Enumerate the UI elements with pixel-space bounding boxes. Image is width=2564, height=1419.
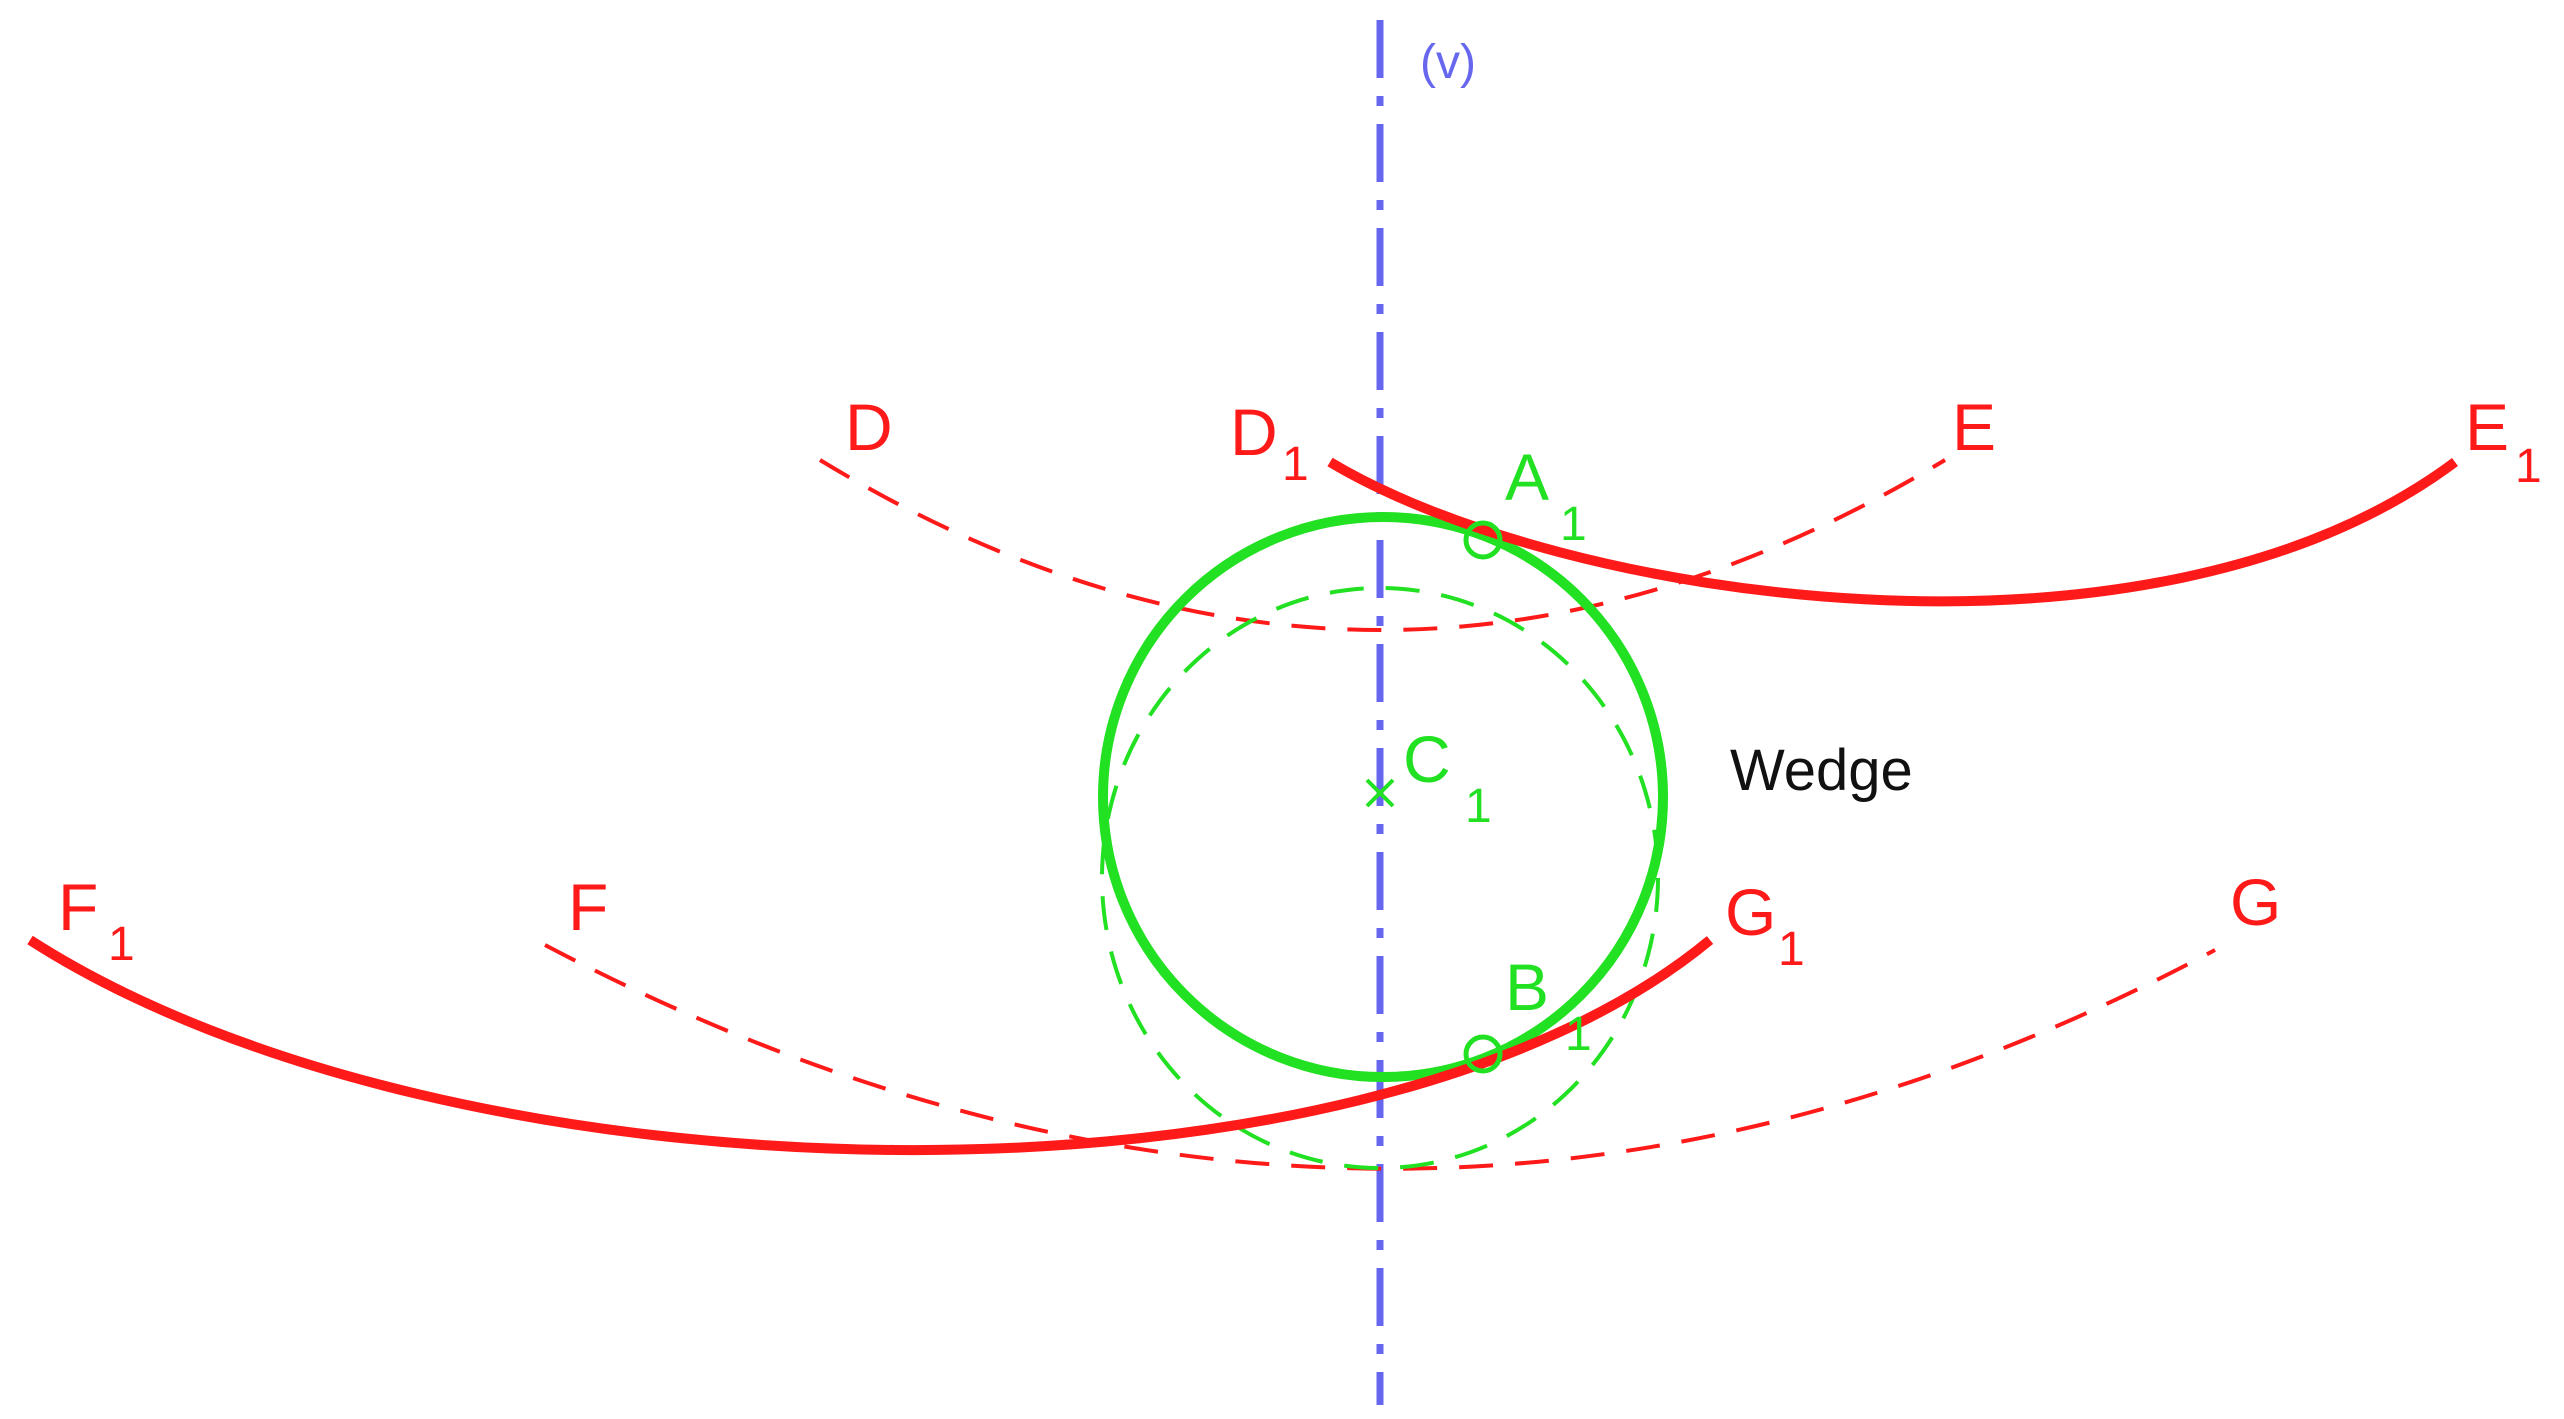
label-A1-subscript: 1 bbox=[1560, 498, 1587, 551]
label-G1-letter: G bbox=[1725, 875, 1776, 949]
label-D1: D 1 bbox=[1230, 395, 1309, 491]
curve-D-E-dashed bbox=[818, 458, 1947, 632]
curve-F1-G1-solid bbox=[27, 935, 1714, 1155]
label-B1-letter: B bbox=[1505, 950, 1549, 1024]
label-C1-subscript: 1 bbox=[1465, 780, 1492, 833]
label-E1: E 1 bbox=[2465, 390, 2542, 493]
label-E1-subscript: 1 bbox=[2515, 440, 2542, 493]
label-A1-letter: A bbox=[1505, 440, 1549, 514]
label-B1: B 1 bbox=[1505, 950, 1592, 1061]
label-D1-letter: D bbox=[1230, 395, 1278, 469]
label-E: E bbox=[1952, 390, 1996, 464]
label-F: F bbox=[568, 870, 608, 944]
label-G1: G 1 bbox=[1725, 875, 1805, 976]
label-A1: A 1 bbox=[1505, 440, 1587, 551]
label-F1: F 1 bbox=[58, 870, 135, 971]
label-G1-subscript: 1 bbox=[1778, 923, 1805, 976]
circle-solid bbox=[1098, 512, 1668, 1082]
label-F1-letter: F bbox=[58, 870, 98, 944]
point-B1-marker bbox=[1463, 1034, 1503, 1074]
label-F1-subscript: 1 bbox=[108, 918, 135, 971]
point-A1-marker bbox=[1463, 520, 1503, 560]
label-B1-subscript: 1 bbox=[1565, 1008, 1592, 1061]
wedge-label: Wedge bbox=[1730, 738, 1913, 803]
label-E1-letter: E bbox=[2465, 390, 2509, 464]
center-C1-cross bbox=[1365, 778, 1395, 808]
label-C1-letter: C bbox=[1403, 722, 1451, 796]
label-D: D bbox=[845, 390, 893, 464]
axis-v-label: (v) bbox=[1420, 36, 1476, 89]
curve-D1-E1-solid bbox=[1327, 457, 2458, 607]
label-D1-subscript: 1 bbox=[1282, 438, 1309, 491]
label-G: G bbox=[2230, 865, 2281, 939]
curve-F-G-dashed bbox=[544, 943, 2216, 1171]
circle-dashed bbox=[1100, 586, 1660, 1170]
label-C1: C 1 bbox=[1403, 722, 1492, 833]
